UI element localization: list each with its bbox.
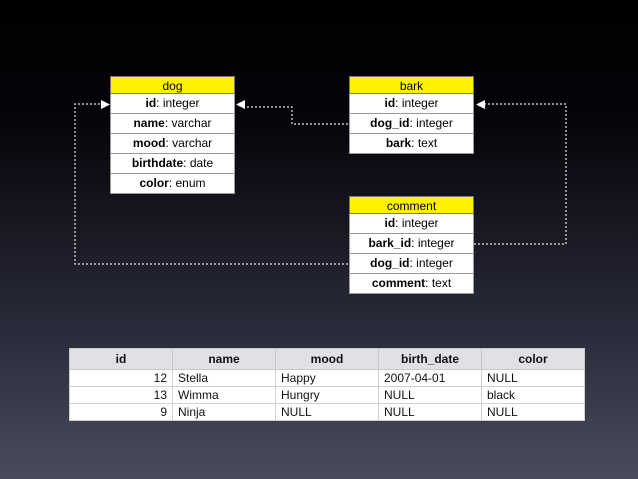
cell-mood: NULL [275, 403, 379, 421]
cell-id: 9 [69, 403, 173, 421]
dog-data-table: id name mood birth_date color 12 Stella … [69, 348, 585, 421]
cell-color: black [481, 386, 585, 404]
field-bark-dog_id: dog_id: integer [349, 114, 474, 134]
entity-bark-title: bark [349, 76, 474, 94]
field-comment-id: id: integer [349, 214, 474, 234]
entity-dog-title: dog [110, 76, 235, 94]
cell-mood: Happy [275, 369, 379, 387]
column-header-birth_date: birth_date [378, 348, 482, 370]
column-header-mood: mood [275, 348, 379, 370]
field-bark-id: id: integer [349, 94, 474, 114]
entity-dog: dog id: integer name: varchar mood: varc… [110, 76, 235, 194]
cell-color: NULL [481, 403, 585, 421]
arrowhead-dog-id-left [101, 100, 110, 109]
field-bark-bark: bark: text [349, 134, 474, 154]
entity-bark: bark id: integer dog_id: integer bark: t… [349, 76, 474, 154]
cell-birth_date: 2007-04-01 [378, 369, 482, 387]
table-row: 12 Stella Happy 2007-04-01 NULL [69, 369, 585, 387]
table-row: 9 Ninja NULL NULL NULL [69, 403, 585, 421]
connector-bark-dog_id-to-dog-id [244, 106, 348, 125]
field-dog-id: id: integer [110, 94, 235, 114]
cell-color: NULL [481, 369, 585, 387]
column-header-color: color [481, 348, 585, 370]
arrowhead-bark-id-right [476, 100, 485, 109]
connector-comment-bark_id-to-bark-id [474, 103, 567, 245]
cell-birth_date: NULL [378, 386, 482, 404]
table-row: 13 Wimma Hungry NULL black [69, 386, 585, 404]
field-dog-color: color: enum [110, 174, 235, 194]
field-dog-mood: mood: varchar [110, 134, 235, 154]
entity-comment-title: comment [349, 196, 474, 214]
column-header-id: id [69, 348, 173, 370]
connector-comment-dog_id-to-dog-id [74, 103, 348, 265]
field-comment-dog_id: dog_id: integer [349, 254, 474, 274]
cell-name: Stella [172, 369, 276, 387]
field-dog-name: name: varchar [110, 114, 235, 134]
column-header-name: name [172, 348, 276, 370]
arrowhead-dog-id-right [236, 100, 245, 109]
table-header-row: id name mood birth_date color [69, 348, 585, 370]
cell-mood: Hungry [275, 386, 379, 404]
field-comment-comment: comment: text [349, 274, 474, 294]
field-comment-bark_id: bark_id: integer [349, 234, 474, 254]
cell-birth_date: NULL [378, 403, 482, 421]
cell-id: 13 [69, 386, 173, 404]
cell-name: Ninja [172, 403, 276, 421]
entity-comment: comment id: integer bark_id: integer dog… [349, 196, 474, 294]
field-dog-birthdate: birthdate: date [110, 154, 235, 174]
cell-id: 12 [69, 369, 173, 387]
cell-name: Wimma [172, 386, 276, 404]
